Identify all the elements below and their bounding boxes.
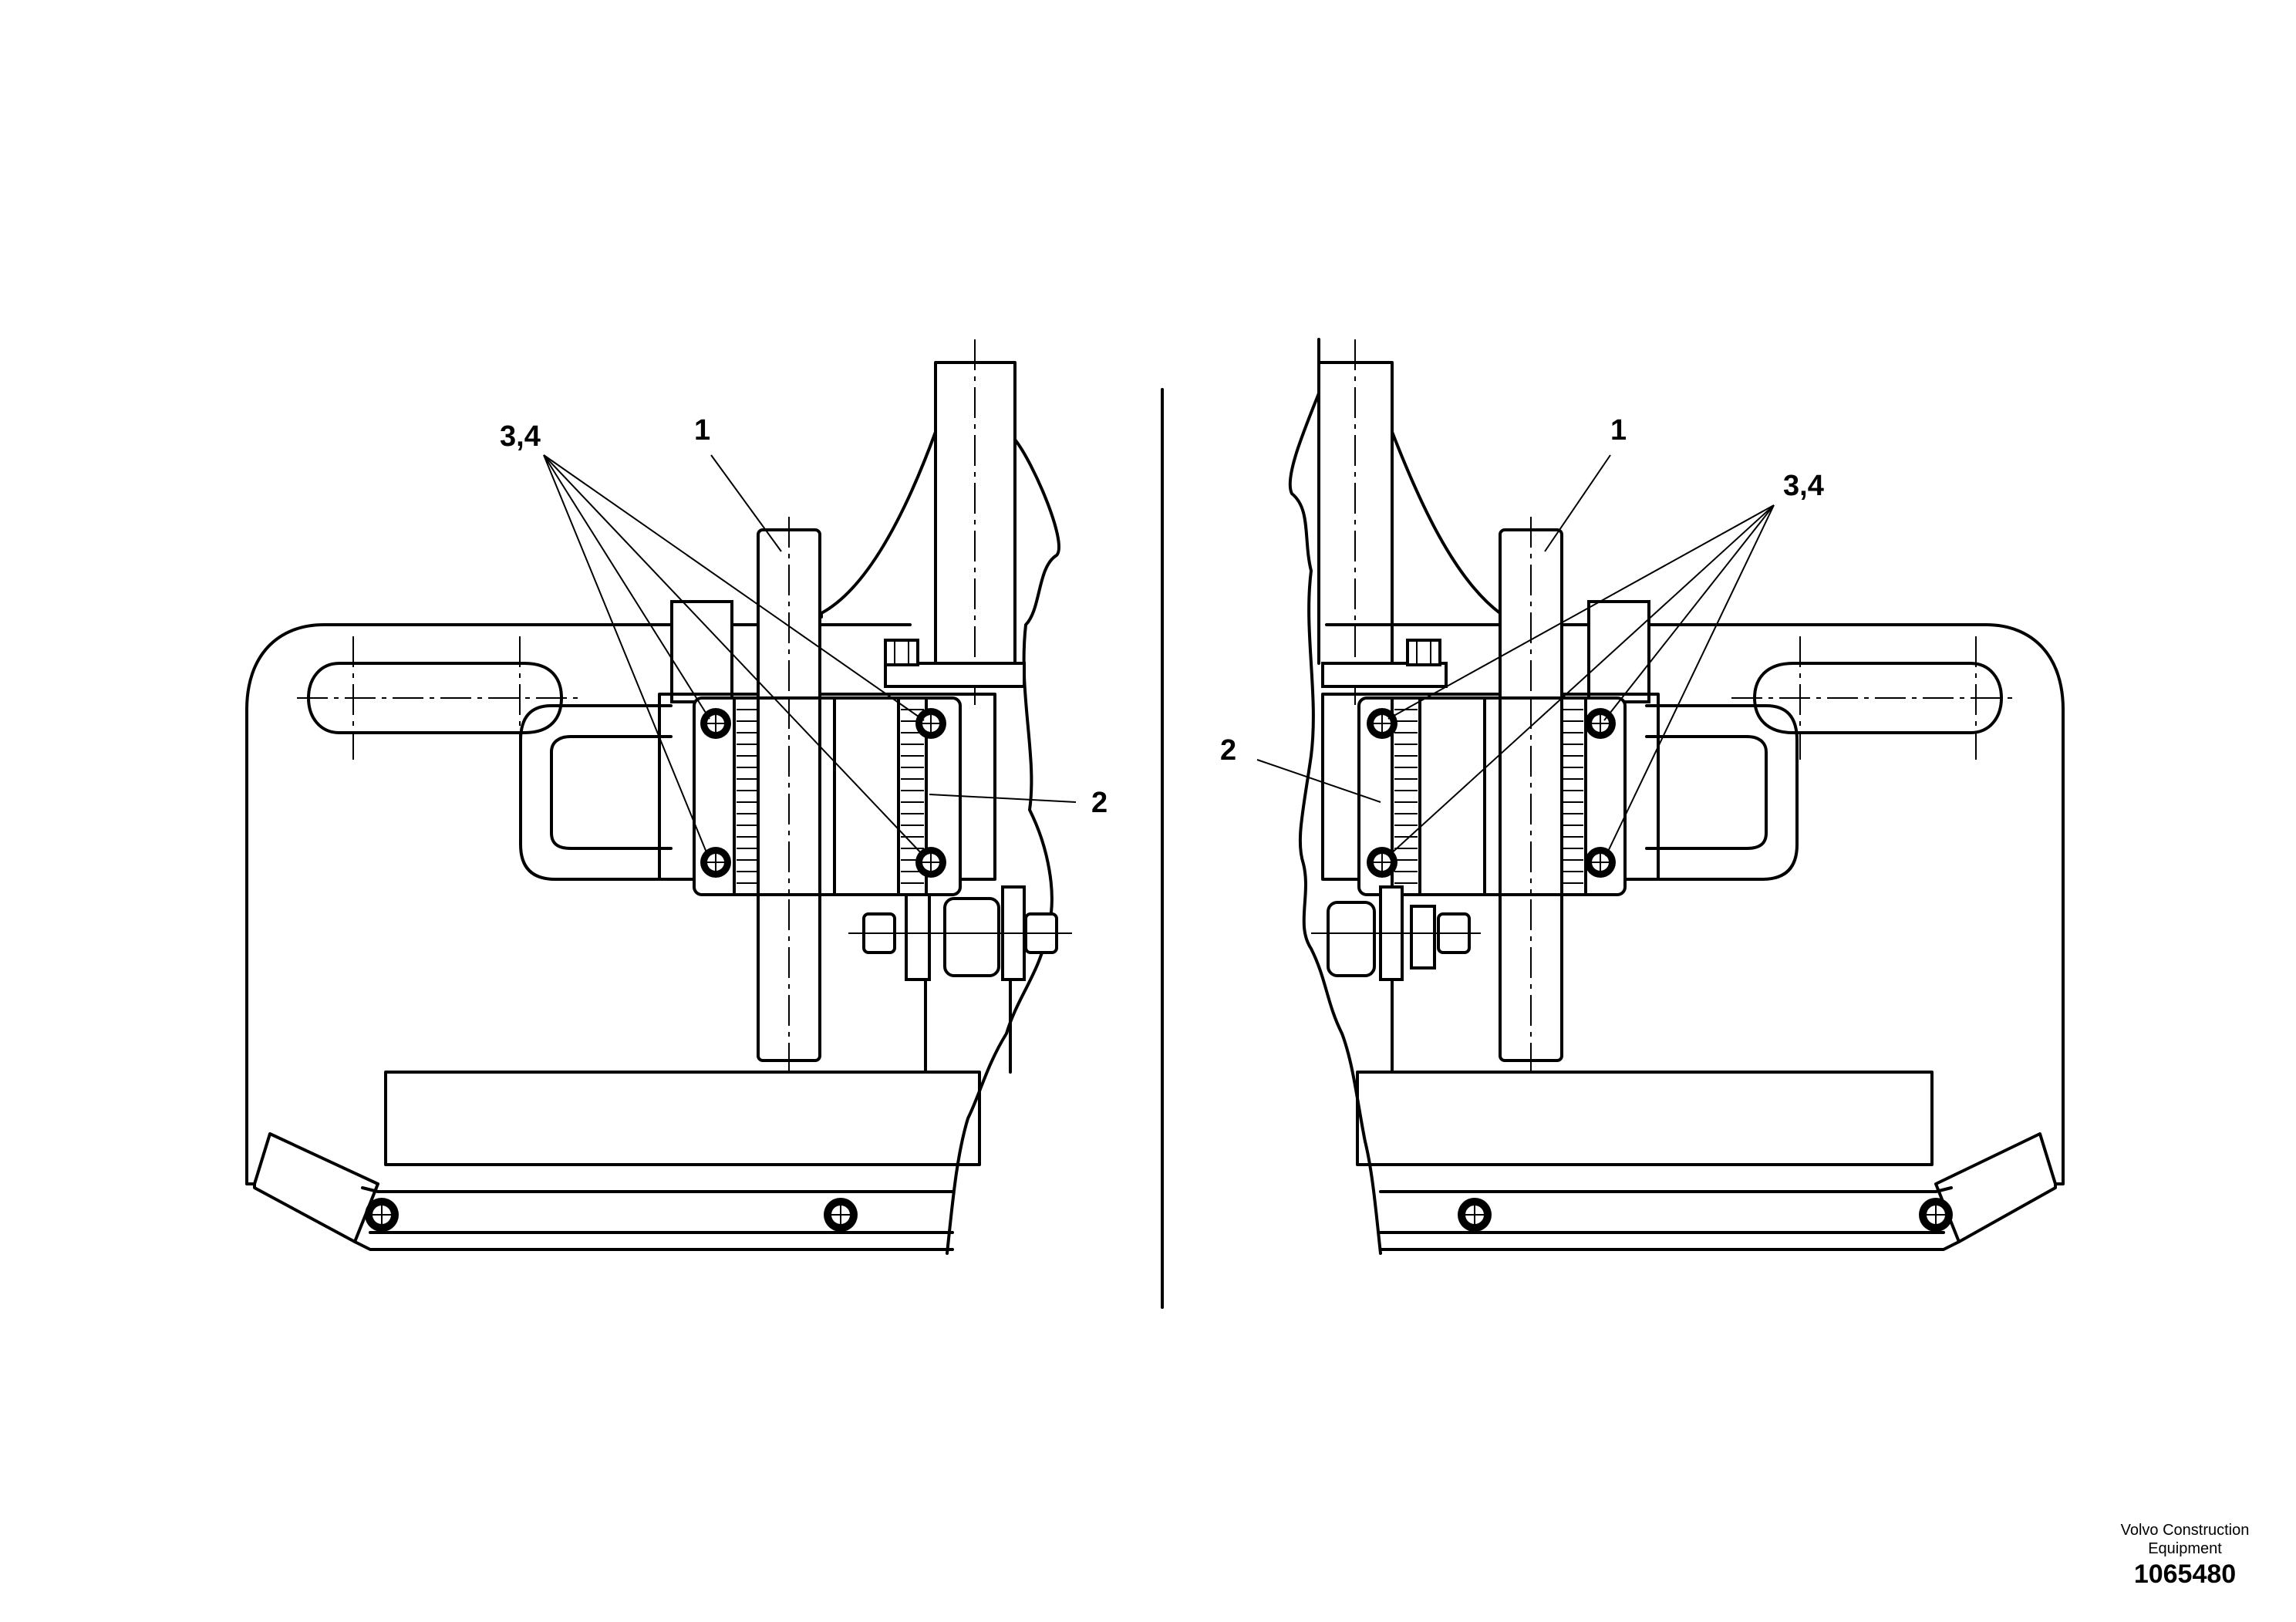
bolt-head (365, 1198, 399, 1232)
left-view: 1 2 3,4 (245, 339, 1108, 1255)
gusset (1391, 430, 1502, 615)
callout-label-1: 1 (1610, 414, 1627, 447)
drawing-number: 1065480 (2134, 1560, 2236, 1589)
bolt-head (1919, 1198, 1953, 1232)
handle (1645, 704, 1799, 881)
slot (1753, 662, 2003, 734)
callout-label-2: 2 (1220, 734, 1236, 767)
callout-label-2: 2 (1091, 787, 1108, 819)
edge-plate (1934, 1132, 2057, 1243)
bolt-head (700, 847, 731, 878)
bucket-plate (1325, 623, 2065, 1185)
bolt-head (1585, 847, 1616, 878)
bolt-head (915, 708, 946, 739)
company-line-2: Equipment (2148, 1540, 2222, 1557)
gusset (820, 430, 937, 619)
title-block: Volvo Construction Equipment 1065480 (2121, 1522, 2250, 1589)
lower-bar (384, 1071, 981, 1166)
callout-label-3-4: 3,4 (500, 420, 541, 453)
handle (519, 704, 673, 881)
break-line (1288, 392, 1382, 1255)
leader-lines (543, 454, 1077, 857)
bolt-head (824, 1198, 858, 1232)
bolt-head (1367, 708, 1397, 739)
lower-bar (1356, 1071, 1934, 1166)
edge-plate (253, 1132, 379, 1243)
callout-label-1: 1 (694, 414, 710, 447)
break-line (946, 438, 1060, 1255)
company-line-1: Volvo Construction (2121, 1522, 2250, 1539)
leader-lines (1256, 454, 1775, 857)
right-view: 1 2 3,4 (1220, 338, 2065, 1255)
bucket-plate (245, 623, 912, 1185)
slot (307, 662, 563, 734)
bolt-head (1458, 1198, 1492, 1232)
frame-post (934, 361, 1017, 673)
callout-label-3-4: 3,4 (1783, 470, 1824, 502)
